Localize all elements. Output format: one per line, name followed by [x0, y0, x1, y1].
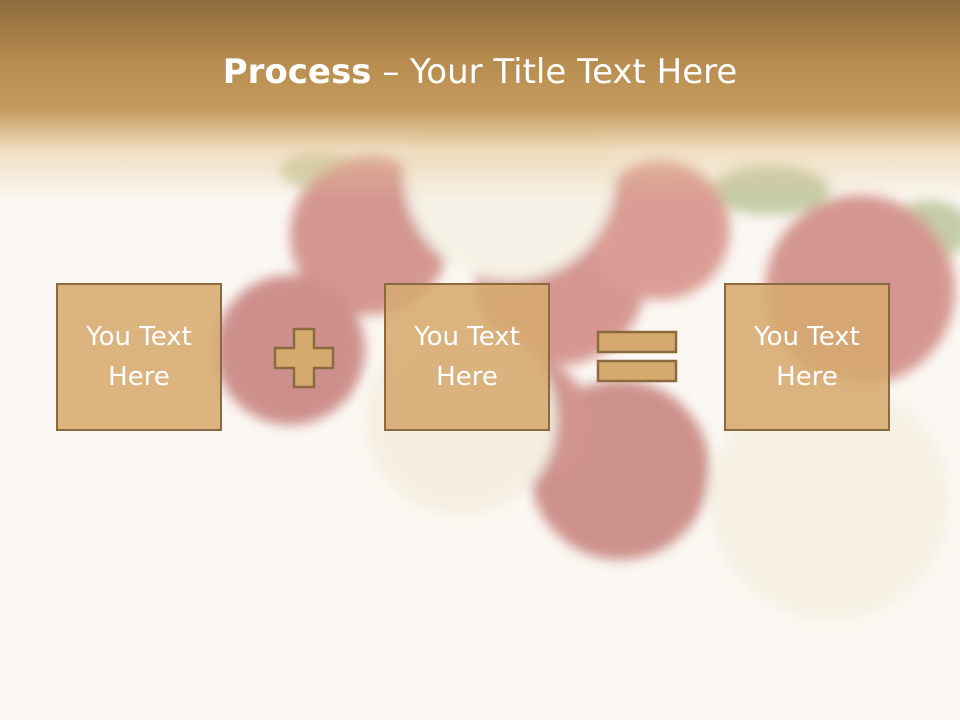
plus-icon	[273, 327, 335, 389]
header-band	[0, 0, 960, 200]
process-box-1[interactable]: You Text Here	[56, 283, 222, 431]
slide-title: Process – Your Title Text Here	[0, 52, 960, 92]
title-rest: – Your Title Text Here	[371, 52, 738, 92]
process-box-2-text: You Text Here	[414, 322, 520, 392]
process-box-3-text: You Text Here	[754, 322, 860, 392]
process-box-2[interactable]: You Text Here	[384, 283, 550, 431]
process-box-3[interactable]: You Text Here	[724, 283, 890, 431]
process-box-1-text: You Text Here	[86, 322, 192, 392]
equals-icon	[596, 330, 678, 383]
title-bold: Process	[222, 52, 372, 92]
